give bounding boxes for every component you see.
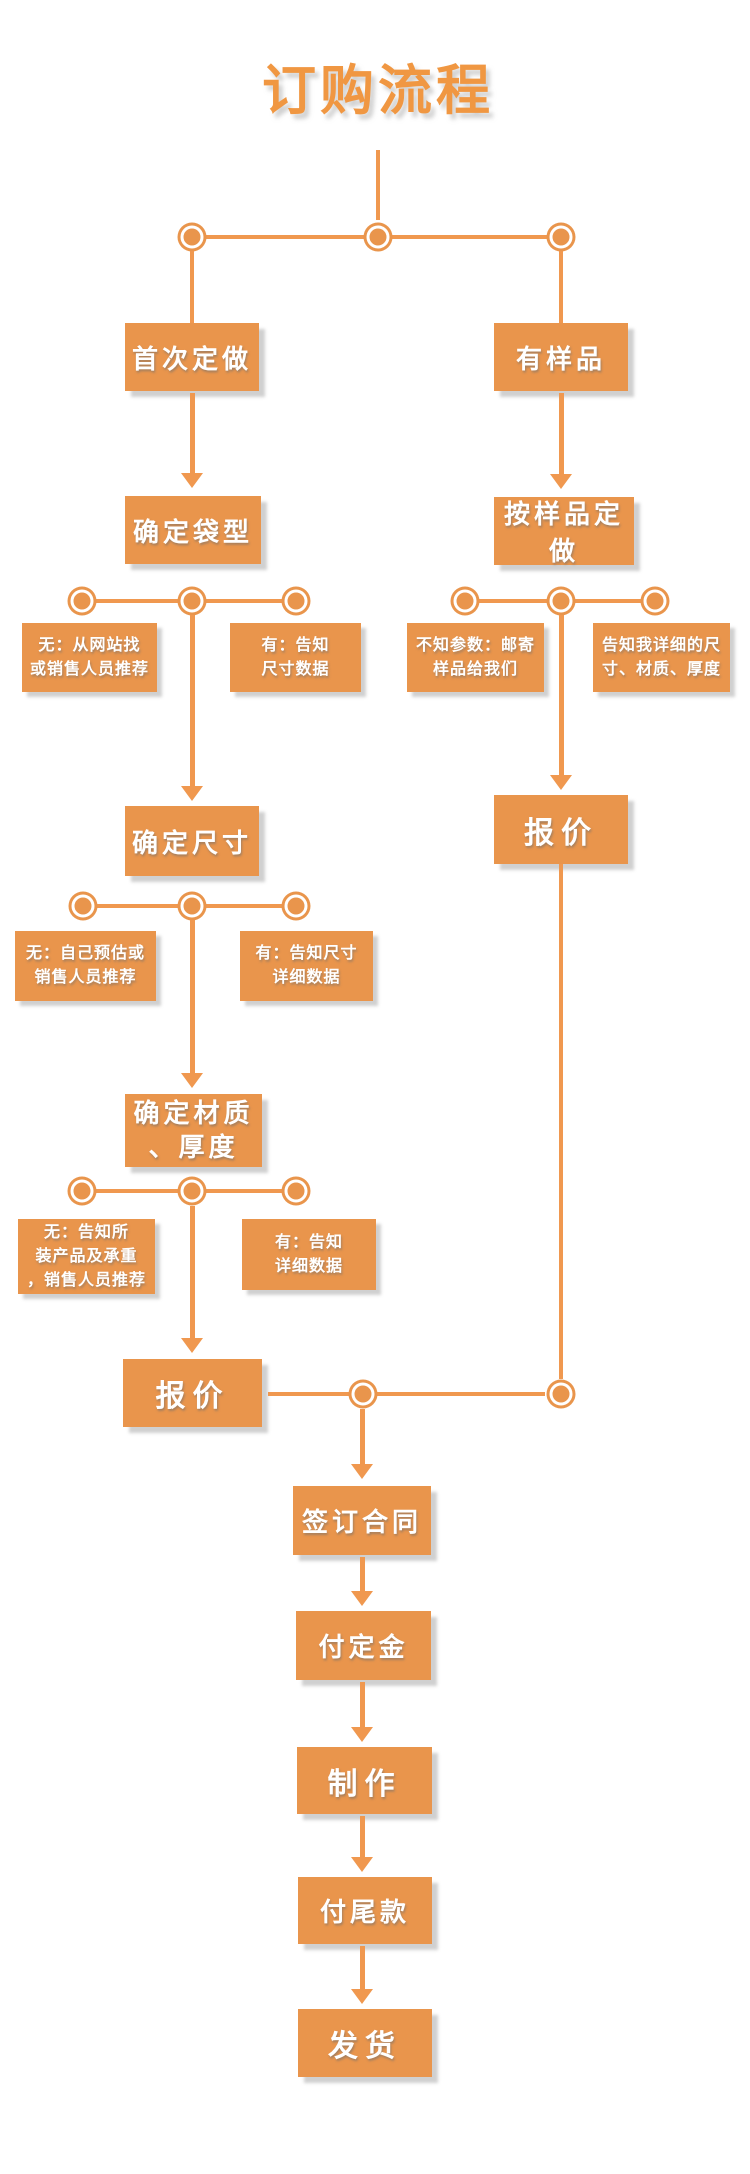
- arrow-down: [351, 1409, 373, 1479]
- arrow-down: [181, 1206, 203, 1353]
- connector-dot: [643, 589, 667, 613]
- arrow-down: [550, 393, 572, 489]
- arrow-down: [550, 615, 572, 790]
- arrow-down: [351, 1816, 373, 1872]
- page-title: 订购流程: [262, 61, 494, 121]
- note-line: 尺寸数据: [261, 660, 330, 678]
- arrow-down: [181, 920, 203, 1088]
- connector-dot: [71, 894, 95, 918]
- node-label: 制作: [327, 1767, 402, 1801]
- note-line: 样品给我们: [432, 660, 518, 678]
- connector-line: [96, 1189, 178, 1193]
- arrow-down: [351, 1557, 373, 1606]
- arrow-down: [181, 393, 203, 488]
- connector-dot: [180, 589, 204, 613]
- connector-line: [392, 235, 547, 239]
- note-material-no: 无：告知所 装产品及承重 ，销售人员推荐: [18, 1219, 155, 1294]
- node-size: 确定尺寸: [125, 806, 259, 876]
- connector-dot: [70, 589, 94, 613]
- note-line: 装产品及承重: [35, 1247, 138, 1265]
- node-first-custom: 首次定做: [125, 323, 259, 391]
- arrow-down: [181, 615, 203, 801]
- node-label: 确定尺寸: [131, 827, 252, 858]
- note-line: 不知参数：邮寄: [415, 636, 535, 654]
- node-label: 报价: [524, 816, 598, 850]
- note-line: 无：从网站找: [38, 636, 141, 654]
- node-label: 有样品: [515, 343, 606, 374]
- note-line: 或销售人员推荐: [29, 660, 149, 678]
- connector-line: [376, 150, 380, 220]
- connector-line: [206, 1189, 282, 1193]
- node-material: 确定材质 、厚度: [125, 1094, 262, 1167]
- connector-dot: [366, 225, 390, 249]
- note-line: 寸、材质、厚度: [601, 660, 721, 678]
- connector-dot: [180, 894, 204, 918]
- connector-line: [575, 599, 641, 603]
- node-label: 、厚度: [148, 1131, 239, 1162]
- connector-dot: [549, 1382, 573, 1406]
- note-size-yes: 有：告知尺寸 详细数据: [240, 931, 373, 1001]
- node-have-sample: 有样品: [494, 323, 628, 391]
- node-label: 发货: [328, 2030, 402, 2063]
- node-production: 制作: [297, 1747, 432, 1814]
- connector-line: [559, 251, 563, 323]
- node-quote-right: 报价: [494, 795, 628, 864]
- note-line: 有：告知: [261, 636, 330, 654]
- connector-line: [206, 904, 282, 908]
- note-material-yes: 有：告知 详细数据: [242, 1219, 376, 1290]
- node-label: 报价: [155, 1380, 230, 1413]
- arrow-down: [351, 1946, 373, 2004]
- node-label: 签订合同: [301, 1507, 422, 1537]
- node-label: 付定金: [318, 1632, 409, 1662]
- node-pay-deposit: 付定金: [296, 1611, 431, 1680]
- node-bag-type: 确定袋型: [125, 496, 261, 564]
- node-label: 确定袋型: [132, 516, 253, 547]
- connector-dot: [180, 225, 204, 249]
- node-quote-left: 报价: [123, 1359, 262, 1427]
- arrow-down: [351, 1682, 373, 1742]
- connector-dot: [70, 1179, 94, 1203]
- node-pay-balance: 付尾款: [298, 1877, 432, 1944]
- note-line: 有：告知尺寸: [255, 945, 358, 962]
- note-line: 无：自己预估或: [25, 945, 145, 962]
- node-label: 首次定做: [131, 343, 252, 374]
- connector-line: [206, 599, 282, 603]
- note-sample-known: 告知我详细的尺 寸、材质、厚度: [593, 623, 730, 692]
- connector-dot: [284, 894, 308, 918]
- connector-line: [559, 864, 563, 1379]
- node-sample-custom: 按样品定做: [494, 497, 634, 566]
- note-line: 详细数据: [272, 969, 341, 986]
- connector-line: [97, 904, 178, 908]
- note-line: 告知我详细的尺: [601, 636, 721, 654]
- connector-line: [377, 1392, 545, 1396]
- note-line: 无：告知所: [43, 1223, 129, 1241]
- connector-line: [206, 235, 364, 239]
- connector-dot: [284, 1179, 308, 1203]
- connector-line: [479, 599, 547, 603]
- connector-line: [96, 599, 178, 603]
- node-label: 确定材质: [133, 1097, 254, 1128]
- note-size-no: 无：自己预估或 销售人员推荐: [15, 931, 156, 1001]
- note-bag-yes: 有：告知 尺寸数据: [230, 623, 361, 692]
- note-line: 详细数据: [274, 1257, 343, 1275]
- connector-dot: [351, 1382, 375, 1406]
- note-sample-unknown: 不知参数：邮寄 样品给我们: [407, 623, 544, 692]
- connector-line: [268, 1392, 349, 1396]
- node-label: 按样品定做: [503, 499, 624, 566]
- node-ship: 发货: [298, 2009, 432, 2077]
- connector-dot: [284, 589, 308, 613]
- node-sign-contract: 签订合同: [293, 1486, 431, 1555]
- connector-dot: [549, 589, 573, 613]
- connector-line: [190, 251, 194, 323]
- note-line: 有：告知: [274, 1233, 343, 1251]
- node-label: 付尾款: [319, 1897, 410, 1927]
- connector-dot: [549, 225, 573, 249]
- connector-dot: [453, 589, 477, 613]
- note-bag-no: 无：从网站找 或销售人员推荐: [22, 623, 157, 692]
- note-line: 销售人员推荐: [34, 969, 137, 986]
- note-line: ，销售人员推荐: [26, 1271, 146, 1289]
- connector-dot: [180, 1179, 204, 1203]
